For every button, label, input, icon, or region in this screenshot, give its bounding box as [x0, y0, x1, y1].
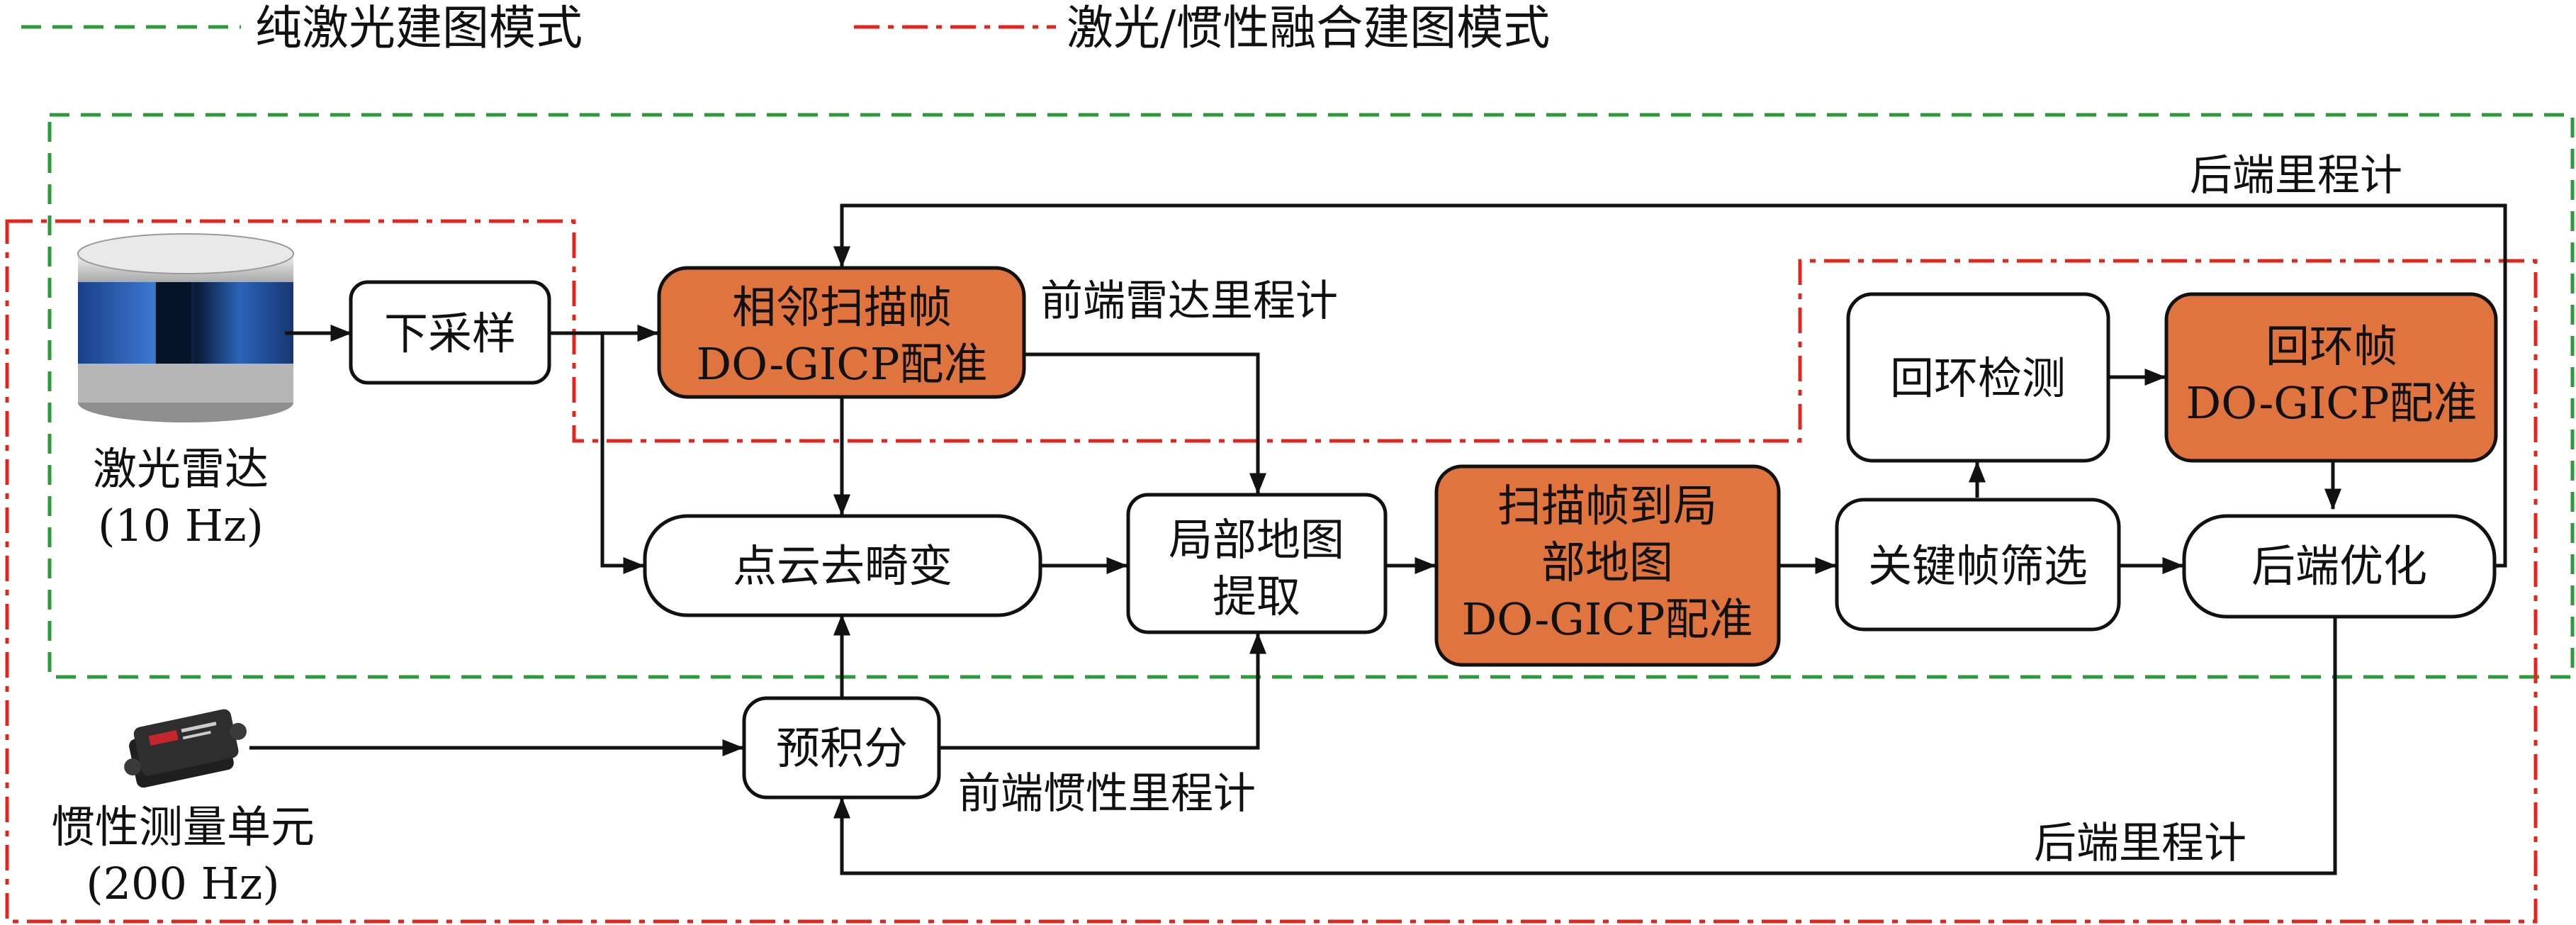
node-downsample-label: 下采样 [384, 308, 516, 359]
frontend-inertial-odometry-label: 前端惯性里程计 [958, 769, 1256, 819]
legend-pure-lidar-label: 纯激光建图模式 [255, 1, 583, 55]
node-adjacent-registration-line2: DO-GICP配准 [697, 338, 988, 390]
node-preintegration: 预积分 [742, 696, 941, 800]
imu-sensor: 惯性测量单元 (200 Hz) [51, 709, 315, 909]
node-scan-to-map: 扫描帧到局 部地图 DO-GICP配准 [1434, 464, 1781, 667]
edge-backend-feedback-top [833, 203, 2507, 568]
legend-lidar-inertial-label: 激光/惯性融合建图模式 [1067, 1, 1550, 55]
lidar-inertial-region [5, 219, 2538, 924]
node-local-map-line1: 局部地图 [1169, 514, 1344, 566]
mode-regions [5, 113, 2575, 924]
node-backend-opt-label: 后端优化 [2251, 540, 2427, 592]
node-loop-registration: 回环帧 DO-GICP配准 [2164, 292, 2498, 463]
node-scan-to-map-line2: 部地图 [1541, 537, 1673, 588]
edge-labels: 前端雷达里程计 后端里程计 前端惯性里程计 后端里程计 [958, 151, 2402, 868]
lidar-sensor-icon [77, 233, 294, 422]
node-backend-opt: 后端优化 [2182, 514, 2497, 619]
lidar-rate: (10 Hz) [98, 500, 264, 551]
edge-backend-feedback-bottom [833, 617, 2337, 875]
node-keyframe-label: 关键帧筛选 [1868, 540, 2088, 592]
node-downsample: 下采样 [349, 280, 551, 385]
imu-sensor-icon [124, 709, 247, 788]
lidar-label: 激光雷达 [93, 443, 269, 495]
legend: 纯激光建图模式 激光/惯性融合建图模式 [21, 1, 1550, 55]
node-loop-detect-label: 回环检测 [1890, 352, 2066, 404]
node-deskew-label: 点云去畸变 [733, 540, 952, 592]
node-loop-detect: 回环检测 [1846, 292, 2110, 463]
node-local-map-line2: 提取 [1213, 571, 1300, 622]
edge-registration-to-local-map [1024, 352, 1266, 495]
imu-label: 惯性测量单元 [51, 801, 315, 853]
node-scan-to-map-line1: 扫描帧到局 [1497, 480, 1717, 532]
node-adjacent-registration: 相邻扫描帧 DO-GICP配准 [657, 266, 1026, 399]
pure-lidar-region [47, 113, 2575, 679]
node-scan-to-map-line3: DO-GICP配准 [1462, 593, 1753, 645]
backend-odometry-top-label: 后端里程计 [2190, 151, 2402, 201]
imu-rate: (200 Hz) [86, 858, 279, 909]
process-nodes: 下采样 相邻扫描帧 DO-GICP配准 点云去畸变 局部地图 提取 扫描帧到局 … [349, 266, 2498, 800]
node-deskew: 点云去畸变 [643, 514, 1042, 617]
node-local-map: 局部地图 提取 [1126, 493, 1388, 634]
node-adjacent-registration-line1: 相邻扫描帧 [732, 281, 952, 333]
edge-downsample-to-deskew [600, 333, 645, 574]
edge-preintegration-to-local-map [939, 632, 1266, 750]
node-preintegration-label: 预积分 [776, 722, 908, 774]
connectors [249, 203, 2507, 875]
node-keyframe: 关键帧筛选 [1835, 498, 2121, 632]
node-loop-registration-line2: DO-GICP配准 [2186, 377, 2477, 429]
backend-odometry-bottom-label: 后端里程计 [2034, 819, 2246, 868]
node-loop-registration-line1: 回环帧 [2266, 320, 2397, 372]
lidar-sensor: 激光雷达 (10 Hz) [77, 233, 294, 551]
frontend-lidar-odometry-label: 前端雷达里程计 [1040, 276, 1338, 326]
